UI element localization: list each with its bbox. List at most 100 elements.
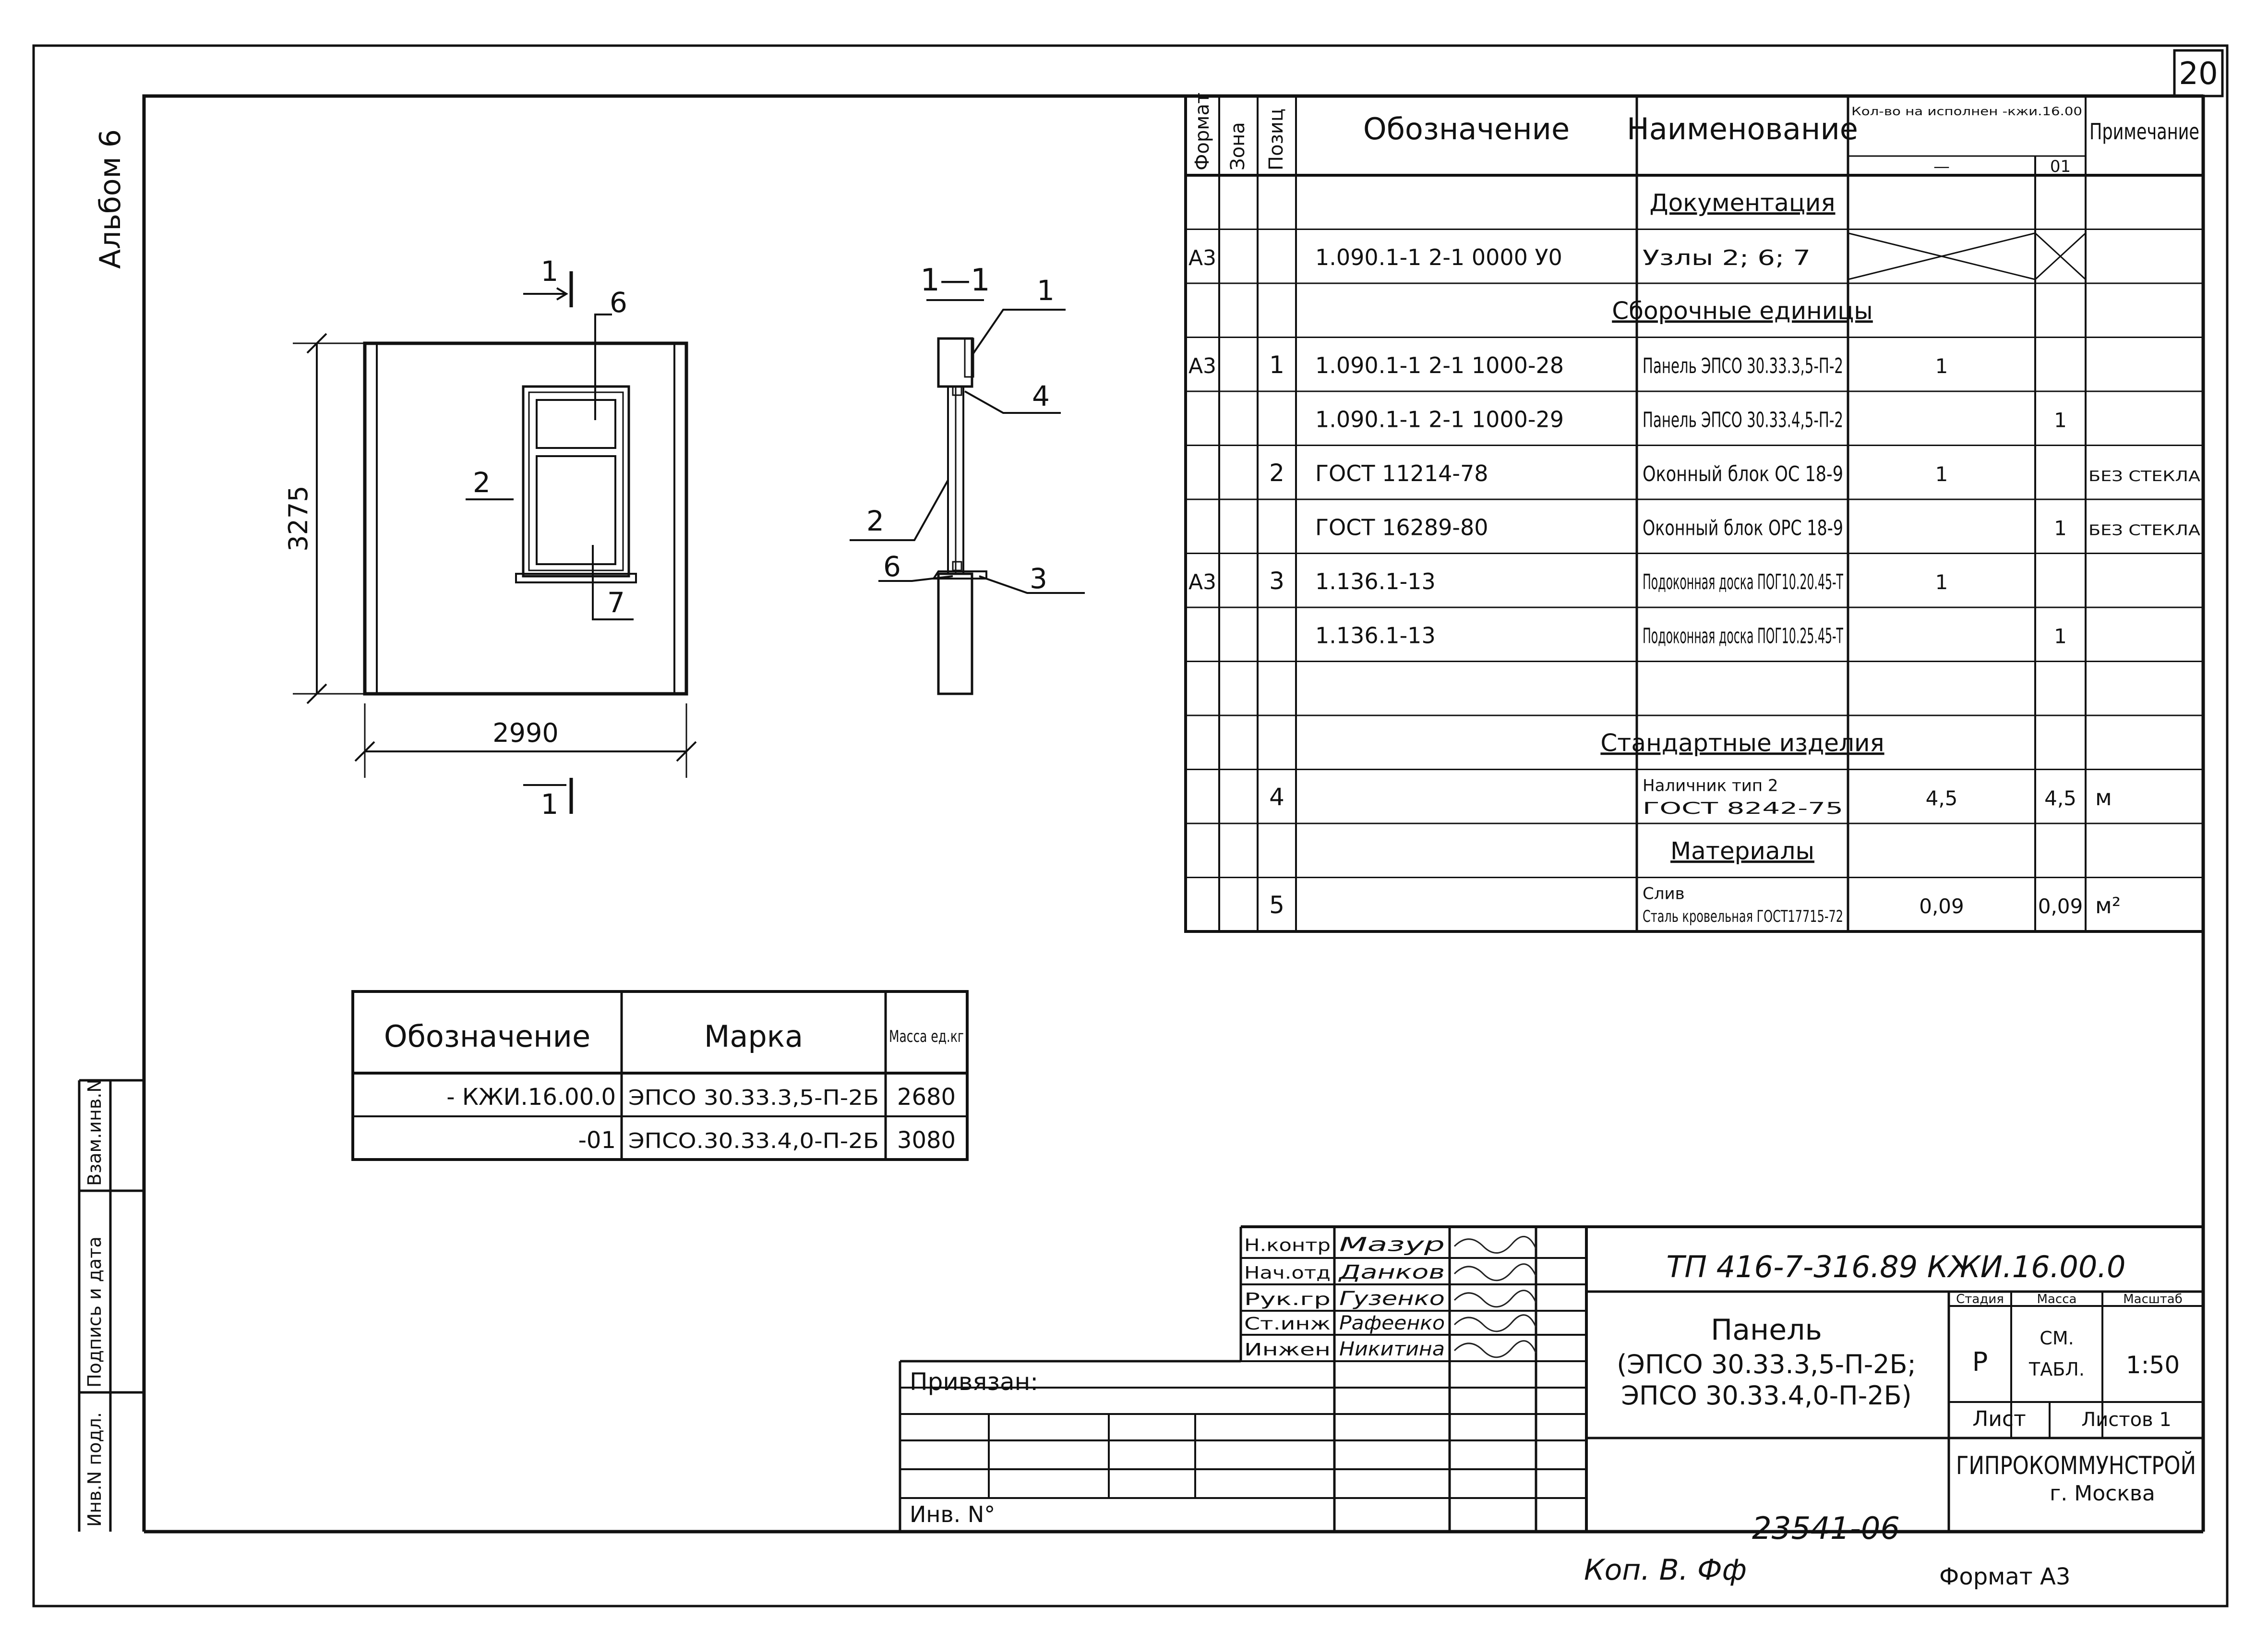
spec-header-zone: Зона — [1227, 122, 1249, 170]
spec-row-name: Наличник тип 2 — [1643, 776, 1778, 796]
spec-row-designation: ГОСТ 11214-78 — [1315, 460, 1488, 486]
footer-copied: Коп. В. Фф — [1584, 1553, 1747, 1587]
spec-header-qty-b: 01 — [2050, 157, 2071, 176]
spec-header-pos: Позиц — [1265, 109, 1287, 170]
section-1-1-view — [850, 299, 1085, 695]
spec-row-position: 4 — [1269, 783, 1284, 811]
spec-row-qty-a: 0,09 — [1919, 895, 1964, 918]
spec-row-position: 3 — [1269, 567, 1284, 595]
inventory-label: Инв. N° — [910, 1501, 995, 1527]
mass-header-mass: Масса ед.кг — [889, 1027, 964, 1046]
mass-header-designation: Обозначение — [384, 1019, 590, 1054]
spec-row-name: Панель ЭПСО 30.33.3,5-П-2 — [1643, 354, 1843, 378]
spec-row-position: 1 — [1269, 351, 1284, 379]
spec-row-qty-a: 1 — [1935, 462, 1948, 486]
stage-value: Р — [1972, 1347, 1988, 1377]
signer-role: Инжен — [1244, 1340, 1331, 1360]
title-line-1: Панель — [1711, 1313, 1822, 1347]
spec-row-designation: ГОСТ 16289-80 — [1315, 514, 1488, 540]
spec-row-designation: 1.136.1-13 — [1315, 568, 1436, 594]
mass-value-1: СМ. — [2040, 1328, 2074, 1349]
spec-header-note: Примечание — [2089, 119, 2199, 145]
spec-row-format: А3 — [1188, 354, 1216, 378]
callout-2: 2 — [473, 466, 491, 499]
signer-name: Рафеенко — [1339, 1312, 1445, 1334]
signature-mark — [1453, 1263, 1537, 1281]
spec-row-qty-a: 4,5 — [1926, 786, 1958, 810]
spec-header-qty: Кол-во на исполнен -кжи.16.00 — [1851, 105, 2082, 118]
dim-height: 3275 — [283, 485, 313, 551]
sec-callout-1: 1 — [1037, 274, 1055, 307]
panel-front-view — [293, 271, 697, 814]
side-vzam-inv: Взам.инв.N — [84, 1079, 105, 1186]
mass-table: Обозначение Марка Масса ед.кг - КЖИ.16.00.0… — [351, 990, 969, 1161]
spec-section-heading: Материалы — [1670, 837, 1814, 865]
spec-header-qty-a: — — [1933, 157, 1950, 176]
mass-row-designation: -01 — [578, 1127, 616, 1154]
footer-number: 23541-06 — [1752, 1511, 1900, 1547]
spec-row-designation: 1.136.1-13 — [1315, 622, 1436, 648]
organization: ГИПРОКОММУНСТРОЙ — [1956, 1451, 2196, 1480]
signer-name: Данков — [1338, 1261, 1445, 1283]
spec-row-name-line2: ГОСТ 8242-75 — [1643, 799, 1843, 818]
mass-row-designation: - КЖИ.16.00.0 — [446, 1084, 616, 1111]
signature-mark — [1453, 1340, 1537, 1358]
spec-row-designation: 1.090.1-1 2-1 1000-29 — [1315, 406, 1564, 432]
spec-header-designation: Обозначение — [1363, 111, 1570, 146]
spec-row-note: БЕЗ СТЕКЛА — [2088, 522, 2201, 539]
spec-row-note: м² — [2095, 893, 2121, 919]
spec-row-name: Подоконная доска ПОГ10.25.45-Т — [1643, 624, 1843, 648]
signer-role: Рук.гр — [1244, 1290, 1331, 1309]
section-mark-top: 1 — [541, 255, 559, 288]
footer-format: Формат А3 — [1939, 1563, 2070, 1590]
spec-section-heading: Стандартные изделия — [1600, 729, 1884, 757]
scale-label: Масштаб — [2123, 1292, 2183, 1306]
sec-callout-3: 3 — [1030, 562, 1047, 595]
spec-row-name: Панель ЭПСО 30.33.4,5-П-2 — [1643, 408, 1843, 432]
dim-width: 2990 — [492, 718, 558, 748]
signer-role: Н.контр — [1244, 1236, 1331, 1256]
sheets-label: Листов 1 — [2081, 1409, 2172, 1431]
section-mark-bottom: 1 — [541, 788, 559, 821]
side-inv-podl: Инв.N подл. — [84, 1412, 105, 1527]
sec-callout-6: 6 — [883, 550, 901, 583]
signer-role: Нач.отд — [1244, 1263, 1331, 1283]
stage-label: Стадия — [1956, 1292, 2004, 1306]
spec-row-qty-b: 0,09 — [2038, 895, 2083, 918]
mass-header-mark: Марка — [704, 1019, 803, 1054]
sheet-label: Лист — [1972, 1407, 2026, 1431]
signer-name: Гузенко — [1339, 1288, 1445, 1310]
spec-row-qty-b: 1 — [2054, 624, 2067, 648]
mass-row-mass: 2680 — [897, 1084, 956, 1111]
linked-label: Привязан: — [910, 1368, 1038, 1396]
signature-mark — [1453, 1314, 1537, 1332]
sec-callout-4: 4 — [1032, 380, 1050, 412]
signer-name: Мазур — [1339, 1234, 1445, 1256]
spec-row-designation: 1.090.1-1 2-1 1000-28 — [1315, 352, 1564, 378]
signature-mark — [1453, 1290, 1537, 1308]
spec-row-name: Оконный блок ОРС 18-9 — [1643, 516, 1843, 540]
outer-frame — [32, 44, 2229, 1608]
section-title: 1—1 — [920, 263, 990, 298]
spec-row-note: м — [2095, 785, 2112, 810]
spec-row-name: Слив — [1643, 884, 1685, 904]
spec-row-position: 5 — [1269, 891, 1284, 919]
document-code: ТП 416-7-316.89 КЖИ.16.00.0 — [1667, 1249, 2126, 1284]
scale-value: 1:50 — [2126, 1351, 2180, 1379]
spec-row-qty-b: 1 — [2054, 516, 2067, 540]
callout-7: 7 — [607, 586, 625, 619]
spec-header-name: Наименование — [1627, 111, 1858, 146]
spec-row-name: Оконный блок ОС 18-9 — [1643, 462, 1843, 486]
spec-row-qty-a: 1 — [1935, 354, 1948, 378]
spec-row-name: Подоконная доска ПОГ10.20.45-Т — [1643, 570, 1843, 594]
mass-row-mark: ЭПСО 30.33.3,5-П-2Б — [628, 1086, 879, 1110]
sec-callout-2: 2 — [866, 505, 884, 537]
spec-row-name: Узлы 2; 6; 7 — [1643, 246, 1811, 270]
callout-6: 6 — [610, 286, 627, 319]
mass-label: Масса — [2037, 1292, 2077, 1306]
spec-row-format: А3 — [1188, 246, 1216, 270]
spec-row-qty-b: 4,5 — [2044, 786, 2076, 810]
organization-city: г. Москва — [2050, 1481, 2155, 1506]
